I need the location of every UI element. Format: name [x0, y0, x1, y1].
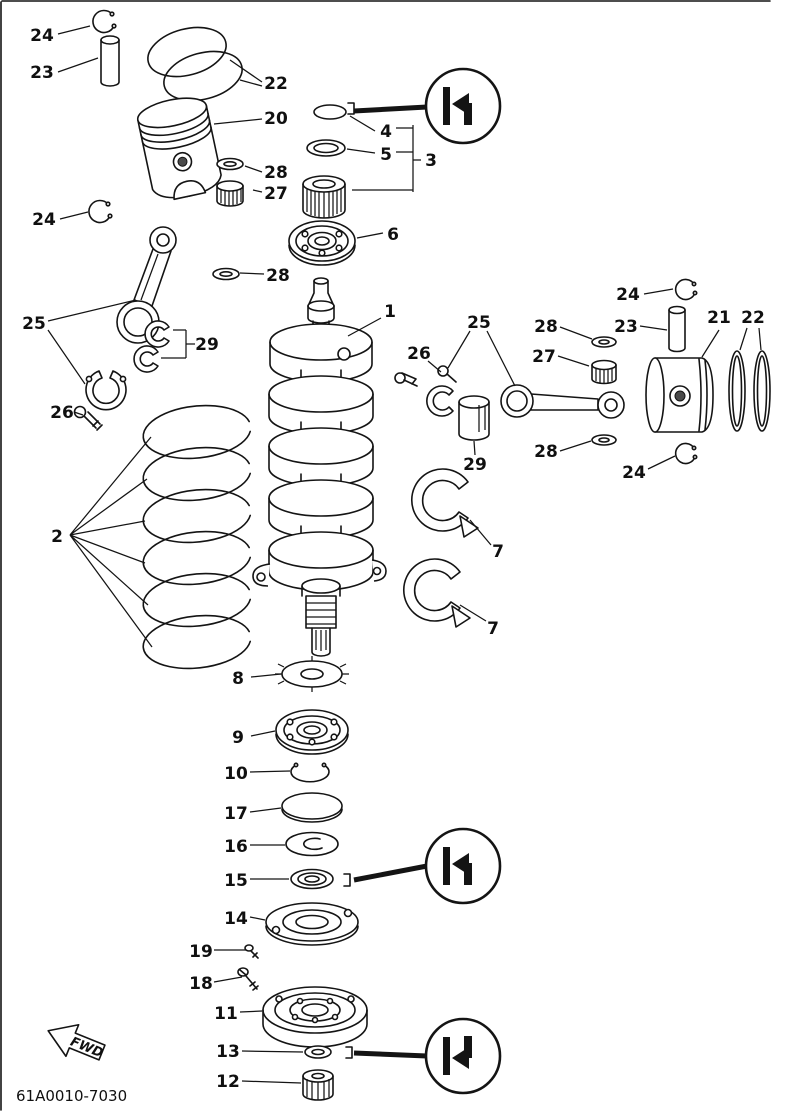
- part-label-6: 6: [387, 225, 399, 245]
- rod-cap-left: [85, 370, 127, 411]
- part-label-22-b: 22: [741, 308, 765, 328]
- part-label-25-b: 25: [467, 313, 491, 333]
- circlip-10: [290, 762, 330, 783]
- part-label-27-b: 27: [532, 347, 556, 367]
- main-bearing-shell-7-upper: [410, 468, 479, 538]
- bearing-shells-29-left: [133, 320, 170, 373]
- ball-bearing-6: [288, 220, 356, 266]
- bearing-housing-11: [262, 986, 368, 1048]
- washer-28-top: [216, 157, 244, 171]
- main-bearing-shell-7-lower: [402, 558, 471, 628]
- part-label-22-a: 22: [264, 74, 288, 94]
- rod-bolt-26-right-b: [437, 365, 457, 383]
- part-label-4: 4: [380, 122, 392, 142]
- plate-16: [285, 831, 339, 857]
- leader-lines: [47, 25, 762, 1084]
- gasket-17: [281, 792, 343, 823]
- orientation-callout-middle: [353, 827, 502, 905]
- piston-pin-23-right: [668, 305, 686, 353]
- part-label-25-a: 25: [22, 314, 46, 334]
- drawing-code: 61A0010-7030: [16, 1087, 127, 1105]
- part-label-5: 5: [380, 145, 392, 165]
- part-label-28-d: 28: [534, 442, 558, 462]
- part-label-24-a: 24: [30, 26, 54, 46]
- ring-set-2: [142, 404, 252, 670]
- washer-28-right-top: [591, 336, 617, 348]
- page-border: [0, 0, 771, 1111]
- part-label-7-a: 7: [492, 542, 504, 562]
- orientation-callout-top: [353, 67, 502, 145]
- screw-18: [237, 967, 259, 991]
- piston-rings-22-right: [728, 350, 771, 432]
- part-label-28-b: 28: [266, 266, 290, 286]
- circlip-24-right-bottom: [674, 442, 698, 465]
- part-label-3: 3: [425, 151, 437, 171]
- part-label-15: 15: [224, 871, 248, 891]
- part-label-24-d: 24: [622, 463, 646, 483]
- circlip-24-top-left: [92, 9, 117, 34]
- piston-pin-23-left: [100, 35, 120, 87]
- part-label-7-b: 7: [487, 619, 499, 639]
- part-label-23-b: 23: [614, 317, 638, 337]
- retainer-ring-4: [313, 102, 355, 120]
- washer-28-lower: [212, 267, 240, 281]
- small-seal-13: [304, 1045, 353, 1059]
- part-label-14: 14: [224, 909, 248, 929]
- piston-20: [136, 97, 222, 201]
- part-label-18: 18: [189, 974, 213, 994]
- circlip-24-right-top: [674, 278, 698, 301]
- piston-21: [645, 357, 714, 433]
- rod-bolt-26-right-a: [394, 372, 418, 387]
- splined-coupler-12: [302, 1069, 334, 1101]
- part-label-2: 2: [51, 527, 63, 547]
- part-label-21: 21: [707, 308, 731, 328]
- part-label-24-b: 24: [32, 210, 56, 230]
- part-label-28-a: 28: [264, 163, 288, 183]
- part-label-26-a: 26: [50, 403, 74, 423]
- seal-housing-14: [265, 902, 359, 946]
- part-label-29-b: 29: [463, 455, 487, 475]
- part-label-28-c: 28: [534, 317, 558, 337]
- part-label-9: 9: [232, 728, 244, 748]
- part-label-8: 8: [232, 669, 244, 689]
- bearing-cage-3: [302, 175, 346, 219]
- part-label-17: 17: [224, 804, 248, 824]
- part-label-27-a: 27: [264, 184, 288, 204]
- screw-19: [244, 944, 259, 959]
- circlip-24-left-lower: [88, 199, 113, 224]
- fwd-direction-arrow: FWD: [47, 1023, 106, 1061]
- piston-rings-22-left: [147, 26, 243, 102]
- oil-seal-15: [290, 868, 351, 890]
- part-label-12: 12: [216, 1072, 240, 1092]
- part-label-24-c: 24: [616, 285, 640, 305]
- rod-cap-right: [426, 385, 454, 417]
- part-label-23-a: 23: [30, 63, 54, 83]
- washer-28-right-bottom: [591, 434, 617, 446]
- orientation-callout-bottom: [353, 1017, 502, 1095]
- part-label-29-a: 29: [195, 335, 219, 355]
- part-label-26-b: 26: [407, 344, 431, 364]
- ball-bearing-9: [275, 709, 349, 755]
- part-label-1: 1: [384, 302, 396, 322]
- needle-bearing-27-left: [216, 180, 244, 207]
- part-label-10: 10: [224, 764, 248, 784]
- connecting-rod-25-right: [500, 384, 625, 419]
- shim-5: [306, 139, 346, 157]
- part-labels: 24 23 22 20 4 5 3 28 27 24 6 28 25 29 26…: [22, 26, 765, 1092]
- part-label-13: 13: [216, 1042, 240, 1062]
- crankshaft-1: [252, 277, 387, 657]
- part-label-11: 11: [214, 1004, 238, 1024]
- lock-washer-8: [275, 656, 349, 692]
- needle-bearing-27-right: [591, 359, 617, 385]
- rod-bolt-26-left: [73, 405, 103, 431]
- part-label-20: 20: [264, 109, 288, 129]
- bearing-shell-29-right: [458, 395, 490, 441]
- part-label-16: 16: [224, 837, 248, 857]
- part-label-19: 19: [189, 942, 213, 962]
